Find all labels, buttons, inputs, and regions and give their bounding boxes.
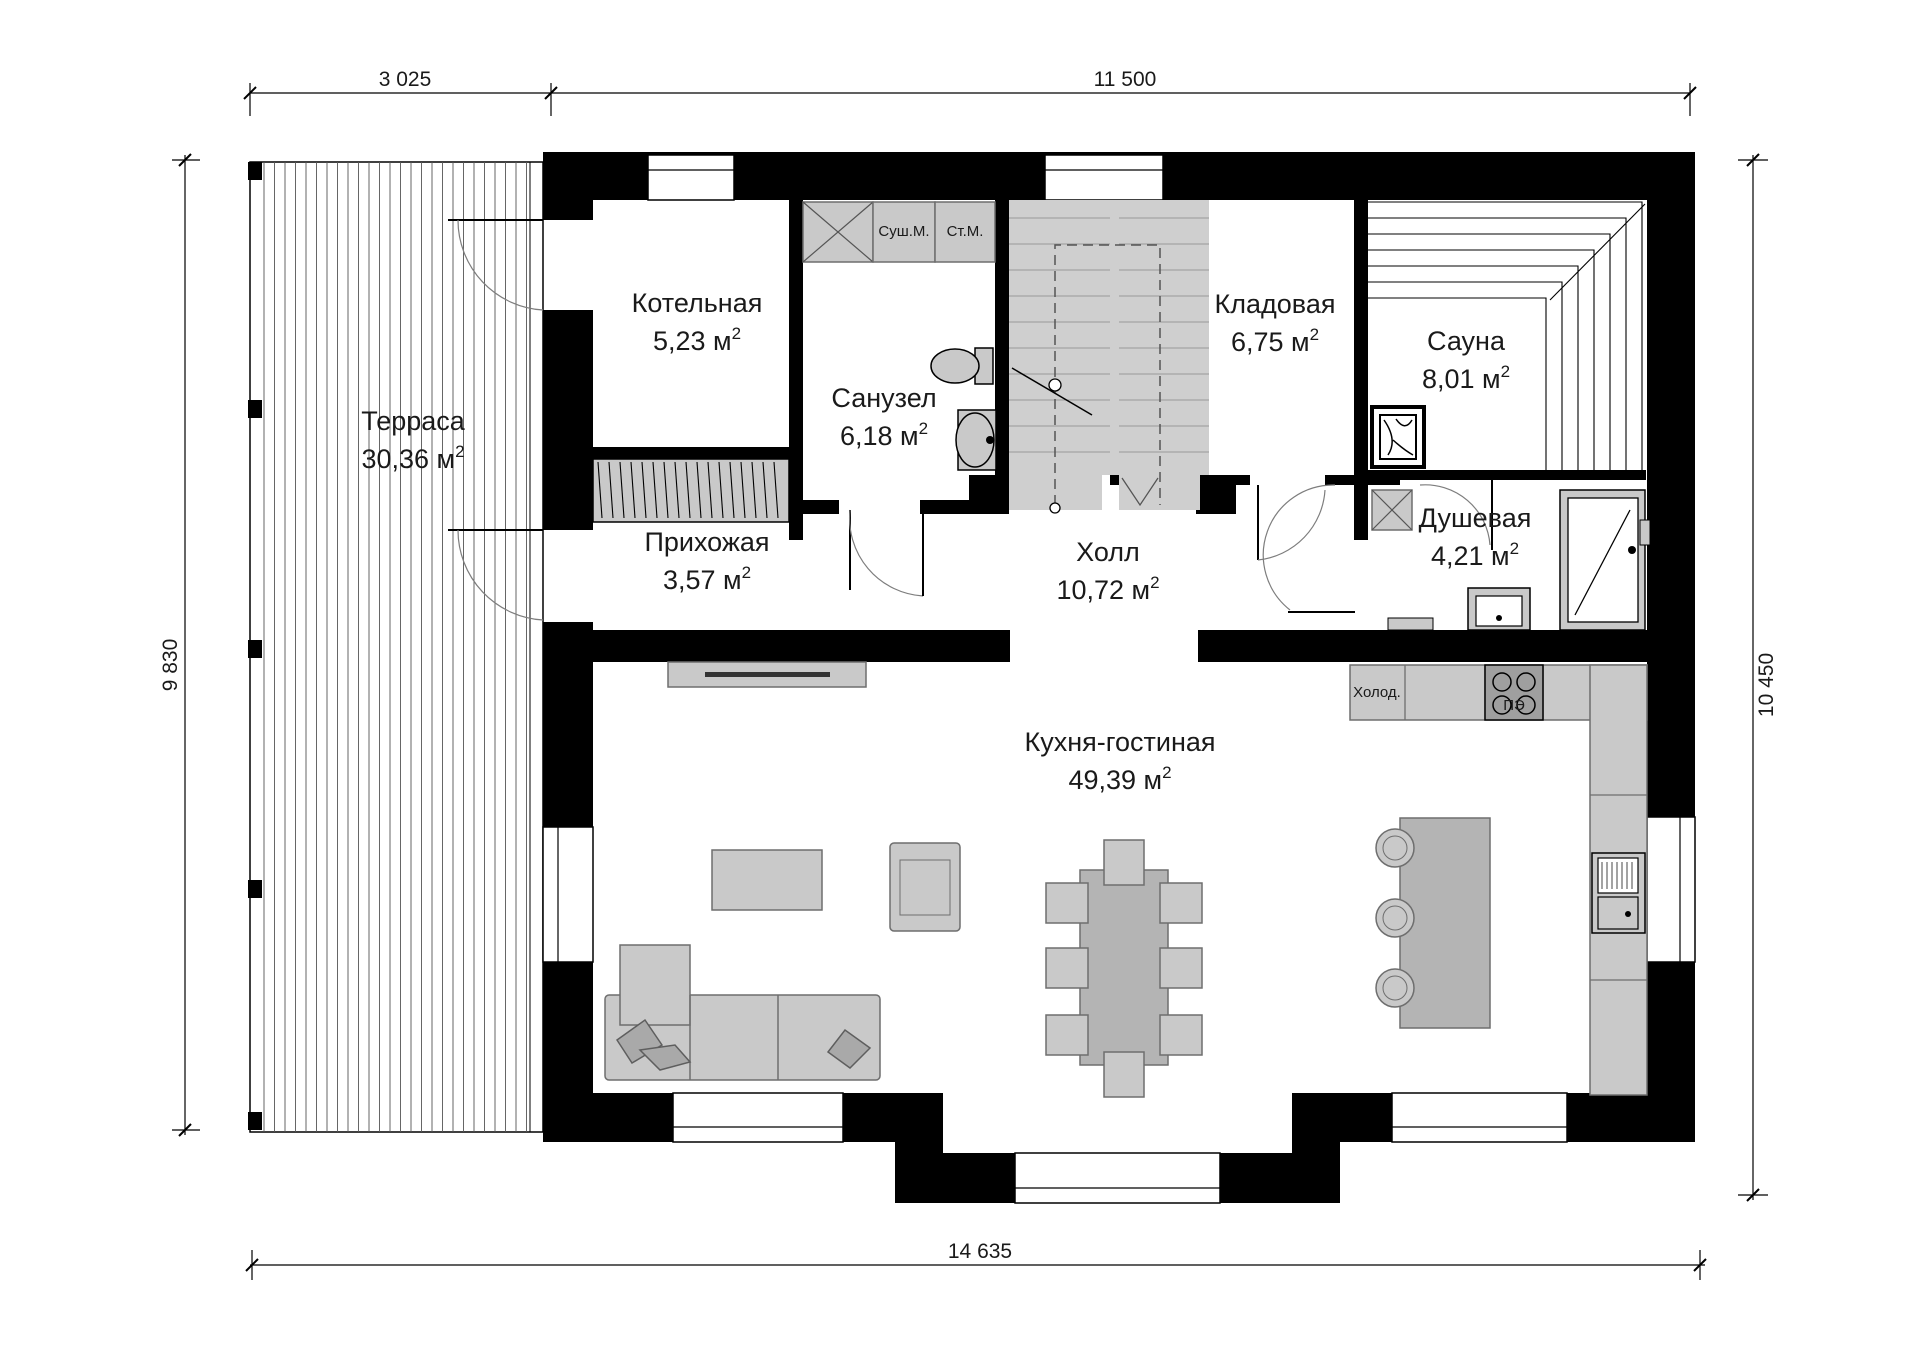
bathroom-sink: [955, 409, 997, 471]
window-bottom-left: [672, 1092, 844, 1143]
bar-stool: [1375, 898, 1415, 938]
terrace-door-lower: [448, 529, 544, 621]
toilet: [930, 347, 994, 385]
tv-cabinet: [667, 661, 867, 688]
kitchen-sink: [1591, 852, 1646, 934]
room-area: 49,39 м2: [1068, 763, 1171, 795]
stove-label: ПЭ: [1503, 697, 1525, 714]
dining-chair: [1103, 839, 1145, 886]
room-name: Терраса: [361, 406, 466, 436]
room-area: 30,36 м2: [361, 442, 464, 474]
room-area: 6,18 м2: [840, 419, 928, 451]
entry-wardrobe: [592, 458, 790, 523]
bar-stool: [1375, 968, 1415, 1008]
coffee-table: [711, 849, 823, 911]
shower-room-sink: [1387, 587, 1531, 631]
window-living-left: [542, 826, 594, 963]
dining-chair: [1045, 1014, 1089, 1056]
room-name: Душевая: [1419, 503, 1532, 533]
dim-top-left: 3 025: [379, 68, 432, 91]
dimension-lines: 3 025 11 500 14 635 9 830 10 450: [159, 68, 1778, 1280]
dryer-machine: [872, 201, 936, 263]
sauna-stove: [1370, 405, 1426, 469]
dining-chair: [1045, 947, 1089, 989]
washing-machine: [934, 201, 996, 263]
room-name: Кухня-гостиная: [1024, 727, 1215, 757]
sofa: [604, 944, 881, 1081]
room-area: 5,23 м2: [653, 324, 741, 356]
dining-chair: [1159, 947, 1203, 989]
window-bottom-right: [1391, 1092, 1568, 1143]
dining-chair: [1159, 882, 1203, 924]
dining-chair: [1103, 1051, 1145, 1098]
laundry-appliances: Суш.М. Ст.М.: [802, 201, 996, 263]
room-area: 10,72 м2: [1056, 573, 1159, 605]
room-name: Холл: [1076, 537, 1140, 567]
dim-top-right: 11 500: [1094, 68, 1157, 91]
dining-set: [1045, 839, 1203, 1098]
dining-chair: [1159, 1014, 1203, 1056]
kitchen-stove: ПЭ: [1484, 664, 1544, 721]
dim-bottom: 14 635: [948, 1240, 1012, 1263]
room-area: 3,57 м2: [663, 563, 751, 595]
terrace-door-upper: [448, 219, 544, 311]
window-bottom-center: [1014, 1152, 1221, 1204]
room-name: Кладовая: [1215, 289, 1336, 319]
dim-right: 10 450: [1755, 653, 1778, 717]
room-labels: Котельная 5,23 м2 Санузел 6,18 м2 Кладовая 6,…: [361, 288, 1531, 795]
room-name: Сауна: [1427, 326, 1506, 356]
staircase: [1009, 200, 1209, 514]
bar-stool: [1375, 828, 1415, 868]
room-area: 4,21 м2: [1431, 539, 1519, 571]
windows: [542, 154, 1696, 1204]
dining-chair: [1045, 882, 1089, 924]
room-name: Прихожая: [644, 527, 769, 557]
room-name: Котельная: [632, 288, 763, 318]
room-area: 8,01 м2: [1422, 362, 1510, 394]
window-hall: [1044, 154, 1164, 201]
shower-cabinet-small: [1371, 489, 1413, 531]
fridge-label: Холод.: [1353, 684, 1401, 701]
washer-label: Ст.М.: [947, 223, 984, 240]
window-boiler: [647, 154, 735, 201]
dryer-label: Суш.М.: [878, 223, 929, 240]
dim-left: 9 830: [159, 639, 182, 692]
window-kitchen-right: [1646, 816, 1696, 963]
room-area: 6,75 м2: [1231, 325, 1319, 357]
armchair: [889, 842, 961, 932]
doors: [848, 478, 1493, 613]
shower-tray: [1559, 489, 1651, 631]
kitchen-island: [1375, 817, 1491, 1029]
room-name: Санузел: [831, 383, 936, 413]
terrace-decking: [248, 161, 544, 1133]
